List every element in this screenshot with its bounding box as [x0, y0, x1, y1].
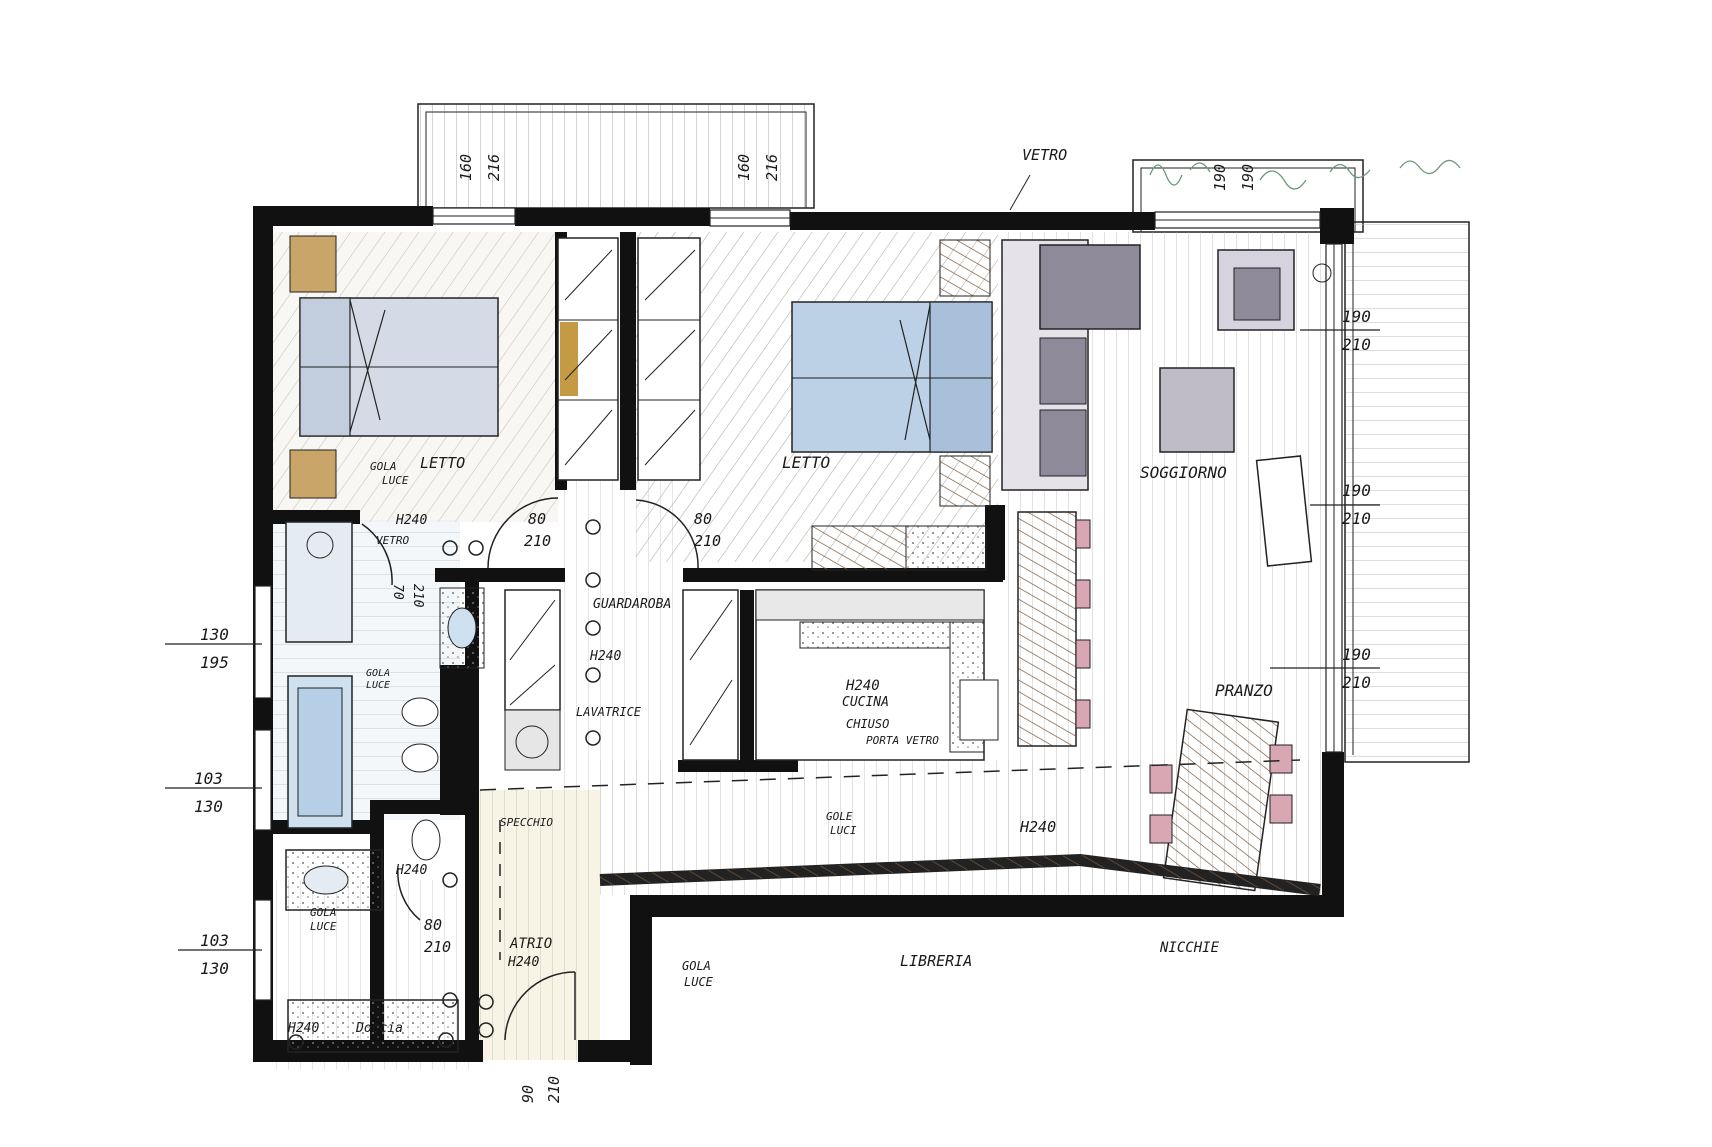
dim-l1-a: 130 — [200, 625, 229, 644]
kitchen-island-dining — [1017, 511, 1091, 747]
sofa — [1001, 239, 1141, 491]
cove-light-line — [479, 759, 1301, 960]
label-h240-shower: H240 — [287, 1021, 319, 1036]
bed-right — [791, 301, 993, 453]
dim-l3-a: 103 — [200, 931, 229, 950]
tv-cabinet — [1255, 455, 1313, 567]
dimension-labels: 160 216 160 216 190 190 190 210 190 210 … — [194, 154, 1371, 1103]
wardrobe-left — [557, 237, 619, 481]
label-gola-entry: GOLA — [682, 959, 711, 973]
dim-r1-b: 210 — [1342, 335, 1371, 354]
dim-win1-a: 160 — [457, 154, 475, 181]
label-luce-wc: LUCE — [310, 920, 337, 933]
label-h240-corr: H240 — [395, 513, 427, 528]
dim-l2-a: 103 — [194, 769, 223, 788]
label-porta-vetro: PORTA VETRO — [866, 734, 939, 747]
dim-win3-b: 190 — [1239, 164, 1257, 191]
balcony-right — [1344, 221, 1470, 763]
bathroom-upper — [285, 521, 485, 829]
dim-r2-a: 190 — [1342, 481, 1371, 500]
bathroom-lower — [285, 819, 459, 1053]
label-gole-mid: GOLE — [826, 810, 853, 823]
label-vetro-top: VETRO — [1022, 146, 1067, 164]
label-cucina: CUCINA — [842, 695, 889, 710]
label-atrio-h: H240 — [507, 955, 539, 970]
label-luce-bath: LUCE — [366, 680, 390, 691]
dim-d2-b: 210 — [694, 532, 721, 550]
room-labels: VETRO LETTO LETTO SOGGIORNO PRANZO GUARD… — [287, 146, 1273, 1036]
label-lavatrice: LAVATRICE — [576, 705, 642, 719]
wardrobe-right — [637, 237, 701, 481]
dining-table — [1149, 708, 1293, 892]
label-atrio: ATRIO — [509, 936, 552, 952]
label-h240-guard: H240 — [589, 649, 621, 664]
dim-win3-a: 190 — [1211, 164, 1229, 191]
dim-d4-b: 210 — [410, 584, 425, 608]
dim-l1-b: 195 — [200, 653, 229, 672]
armchair — [1217, 249, 1332, 331]
dim-entry-b: 210 — [545, 1076, 563, 1103]
dim-win2-a: 160 — [735, 154, 753, 181]
label-luce-bed: LUCE — [382, 474, 409, 487]
label-h240-bath: H240 — [395, 863, 427, 878]
dimension-lines — [165, 174, 1380, 951]
nightstands-right — [939, 239, 991, 507]
dresser-right — [811, 525, 987, 571]
label-chiuso: CHIUSO — [846, 717, 889, 731]
label-specchio: SPECCHIO — [500, 816, 553, 829]
label-doccia: Doccia — [355, 1021, 403, 1036]
label-pranzo: PRANZO — [1215, 681, 1273, 700]
label-guardaroba: GUARDAROBA — [593, 597, 671, 612]
dim-d1-b: 210 — [524, 532, 551, 550]
dim-r2-b: 210 — [1342, 509, 1371, 528]
label-gola-wc: GOLA — [310, 906, 337, 919]
floor-corridor — [470, 480, 680, 1060]
label-soggiorno: SOGGIORNO — [1140, 463, 1227, 482]
dim-win1-b: 216 — [485, 154, 503, 181]
dim-d3-b: 210 — [424, 938, 451, 956]
label-luce-entry: LUCE — [684, 975, 714, 989]
ceiling-lights — [288, 519, 601, 1050]
nightstands-left — [289, 235, 337, 499]
coffee-table — [1159, 367, 1235, 453]
balcony-top-left — [417, 103, 815, 209]
bed-left — [299, 297, 499, 437]
label-letto-right: LETTO — [782, 453, 830, 472]
kitchen — [682, 589, 999, 761]
dim-d4-a: 70 — [390, 584, 405, 600]
label-vetro-bath: VETRO — [376, 534, 409, 547]
label-h240-living: H240 — [1019, 818, 1056, 836]
dim-d3-a: 80 — [424, 916, 442, 934]
dim-r1-a: 190 — [1342, 307, 1371, 326]
dim-d2-a: 80 — [694, 510, 712, 528]
dim-d1-a: 80 — [528, 510, 546, 528]
label-gola-bed: GOLA — [370, 460, 397, 473]
label-luci-mid: LUCI — [830, 824, 857, 837]
dim-l3-b: 130 — [200, 959, 229, 978]
laundry-closet — [504, 589, 561, 771]
dim-l2-b: 130 — [194, 797, 223, 816]
dim-r3-a: 190 — [1342, 645, 1371, 664]
label-cucina-h: H240 — [845, 678, 880, 694]
label-letto-left: LETTO — [420, 454, 465, 472]
dim-win2-b: 216 — [763, 154, 781, 181]
label-gola-bath: GOLA — [366, 668, 390, 679]
windows — [254, 207, 1343, 1001]
label-nicchie: NICCHIE — [1159, 940, 1220, 956]
label-libreria: LIBRERIA — [900, 952, 972, 970]
doors — [361, 497, 699, 1041]
dim-entry-a: 90 — [519, 1085, 537, 1103]
dim-r3-b: 210 — [1342, 673, 1371, 692]
bookshelf — [599, 853, 1321, 896]
